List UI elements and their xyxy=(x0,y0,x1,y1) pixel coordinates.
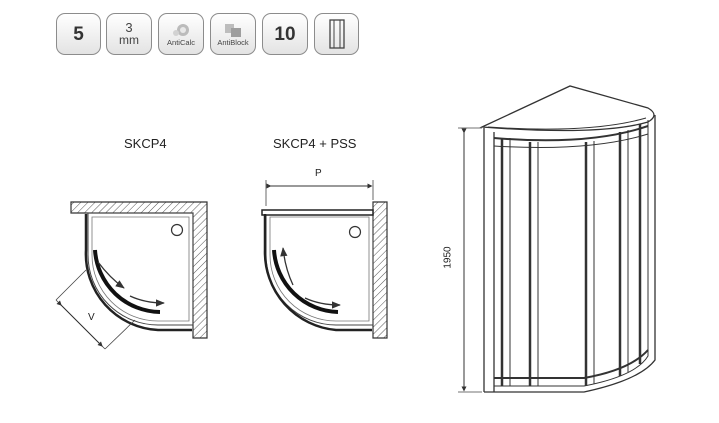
dimension-height-label: 1950 xyxy=(442,246,454,269)
glass-thickness-badge: 5 xyxy=(56,13,101,55)
curved-door-outer-pss xyxy=(263,214,372,332)
blocks-icon xyxy=(225,23,241,37)
side-panel-pss xyxy=(261,209,374,216)
enclosure-outline xyxy=(484,115,656,393)
profile-badge xyxy=(314,13,359,55)
sliding-door-panel-pss xyxy=(272,249,339,314)
offset-value: 3 xyxy=(125,19,133,35)
opening-arrow-right xyxy=(129,295,165,307)
door-profile-icon xyxy=(328,19,345,49)
opening-arrow-up-pss xyxy=(280,247,294,286)
antiblock-label: AntiBlock xyxy=(217,37,249,47)
warranty-badge: 10 xyxy=(262,13,308,55)
drain-icon-pss xyxy=(348,225,362,239)
curved-door-outer xyxy=(84,214,192,332)
warranty-value: 10 xyxy=(274,23,296,45)
anticalc-badge: AntiCalc xyxy=(158,13,204,55)
plan-title-skcp4: SKCP4 xyxy=(124,136,167,151)
offset-unit: mm xyxy=(119,32,139,47)
offset-badge: 3 mm xyxy=(106,13,152,55)
water-drops-icon xyxy=(173,23,189,36)
dimension-v-line xyxy=(56,300,103,347)
top-cap xyxy=(479,85,655,132)
opening-arrow-up xyxy=(97,261,125,289)
drain-icon xyxy=(170,223,184,237)
shower-tray-outline xyxy=(87,212,194,326)
dimension-v-label: V xyxy=(88,312,95,323)
plan-title-skcp4-pss: SKCP4 + PSS xyxy=(273,136,357,151)
opening-arrow-right-pss xyxy=(304,297,341,309)
glass-thickness-value: 5 xyxy=(73,23,84,45)
anticalc-label: AntiCalc xyxy=(167,37,195,47)
dimension-p-label: P xyxy=(315,168,322,179)
sliding-door-panel xyxy=(93,249,161,314)
antiblock-badge: AntiBlock xyxy=(210,13,256,55)
